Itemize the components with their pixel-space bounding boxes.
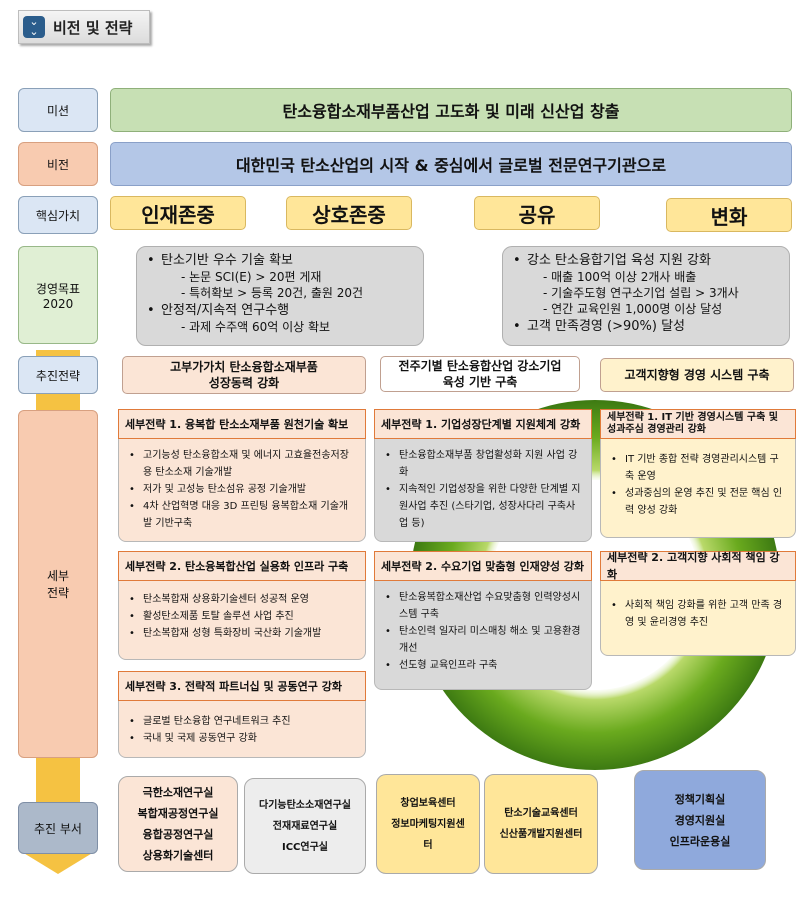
dept-group-5: 정책기획실 경영지원실 인프라운용실 — [634, 770, 766, 870]
goal-box-left: •탄소기반 우수 기술 확보 - 논문 SCI(E) > 20편 게재 - 특허… — [136, 246, 424, 346]
card-item: 탄소복합재 성형 특화장비 국산화 기술개발 — [127, 625, 357, 642]
strategy-1-line1: 고부가가치 탄소융합소재부품 — [170, 360, 318, 374]
goal-right-main2: •고객 만족경영 (>90%) 달성 — [513, 319, 686, 334]
dept-name: 정책기획실 — [674, 792, 726, 806]
dept-name: ICC연구실 — [282, 841, 328, 853]
flow-arrow-head — [22, 852, 94, 874]
detail-card-1-2: 세부전략 2. 탄소융복합산업 실용화 인프라 구축 탄소복합재 상용화기술센터… — [118, 551, 366, 660]
label-departments: 추진 부서 — [18, 802, 98, 854]
goal-right-sub1-c: - 연간 교육인원 1,000명 이상 달성 — [543, 302, 723, 316]
card-title: 세부전략 1. 기업성장단계별 지원체계 강화 — [374, 409, 592, 439]
card-item: 지속적인 기업성장을 위한 다양한 단계별 지원사업 추진 (스타기업, 성장사… — [383, 481, 583, 532]
card-item: 저가 및 고성능 탄소섬유 공정 기술개발 — [127, 481, 357, 498]
card-item: 4차 산업혁명 대응 3D 프린팅 융복합소재 기술개발 기반구축 — [127, 498, 357, 532]
dept-name: 상용화기술센터 — [142, 849, 214, 862]
card-title: 세부전략 2. 탄소융복합산업 실용화 인프라 구축 — [118, 551, 366, 581]
dept-group-3: 창업보육센터 정보마케팅지원센 터 — [376, 774, 480, 874]
card-item: 탄소복합재 상용화기술센터 성공적 운영 — [127, 591, 357, 608]
goal-right-sub1-b: - 기술주도형 연구소기업 설립 > 3개사 — [543, 286, 739, 300]
card-item: 글로벌 탄소융합 연구네트워크 추진 — [127, 713, 357, 730]
card-title: 세부전략 1. 융복합 탄소소재부품 원천기술 확보 — [118, 409, 366, 439]
dept-name: 복합재공정연구실 — [137, 807, 219, 820]
card-item: 탄소융합소재부품 창업활성화 지원 사업 강화 — [383, 447, 583, 481]
label-mission: 미션 — [18, 88, 98, 132]
card-item: 선도형 교육인프라 구축 — [383, 657, 583, 674]
strategy-2-line1: 전주기별 탄소융합산업 강소기업 — [398, 359, 562, 373]
card-title: 세부전략 1. IT 기반 경영시스템 구축 및 성과주심 경영관리 강화 — [600, 409, 796, 439]
card-items: 탄소융합소재부품 창업활성화 지원 사업 강화 지속적인 기업성장을 위한 다양… — [383, 447, 583, 532]
label-goals-line2: 2020 — [42, 296, 74, 311]
chevron-double-down-icon: ⌄⌄ — [23, 16, 45, 38]
dept-name: 다기능탄소소재연구실 — [259, 799, 351, 811]
label-goals: 경영목표 2020 — [18, 246, 98, 344]
label-strategy: 추진전략 — [18, 356, 98, 394]
card-item: 고기능성 탄소융합소재 및 에너지 고효율전송저장용 탄소소재 기술개발 — [127, 447, 357, 481]
value-change: 변화 — [666, 198, 792, 232]
strategy-2: 전주기별 탄소융합산업 강소기업 육성 기반 구축 — [380, 356, 580, 392]
dept-name: 극한소재연구실 — [142, 786, 214, 799]
label-detail-strategy: 세부 전략 — [18, 410, 98, 758]
goal-box-right: •강소 탄소융합기업 육성 지원 강화 - 매출 100억 이상 2개사 배출 … — [502, 246, 790, 346]
mission-bar: 탄소융합소재부품산업 고도화 및 미래 신산업 창출 — [110, 88, 792, 132]
goal-left-main2: •안정적/지속적 연구수행 — [147, 303, 290, 318]
goal-right-main1: •강소 탄소융합기업 육성 지원 강화 — [513, 253, 711, 268]
vision-bar: 대한민국 탄소산업의 시작 & 중심에서 글로벌 전문연구기관으로 — [110, 142, 792, 186]
strategy-1: 고부가가치 탄소융합소재부품 성장동력 강화 — [122, 356, 366, 394]
detail-card-2-1: 세부전략 1. 기업성장단계별 지원체계 강화 탄소융합소재부품 창업활성화 지… — [374, 409, 592, 542]
goal-left-sub2-a: - 과제 수주액 60억 이상 확보 — [181, 320, 331, 334]
detail-card-1-3: 세부전략 3. 전략적 파트너십 및 공동연구 강화 글로벌 탄소융합 연구네트… — [118, 671, 366, 758]
card-title: 세부전략 2. 고객지향 사회적 책임 강화 — [600, 551, 796, 581]
dept-name: 경영지원실 — [674, 813, 726, 827]
label-vision: 비전 — [18, 142, 98, 186]
dept-name: 정보마케팅지원센 — [391, 818, 465, 830]
label-goals-line1: 경영목표 — [35, 281, 81, 296]
label-core-values: 핵심가치 — [18, 196, 98, 234]
card-item: 사회적 책임 강화를 위한 고객 만족 경영 및 윤리경영 추진 — [609, 597, 787, 631]
dept-name: 융합공정연구실 — [142, 828, 214, 841]
goal-left-sub1-a: - 논문 SCI(E) > 20편 게재 — [181, 270, 322, 284]
card-items: 탄소복합재 상용화기술센터 성공적 운영 활성탄소제품 토탈 솔루션 사업 추진… — [127, 591, 357, 642]
dept-name: 인프라운용실 — [669, 834, 731, 848]
strategy-2-line2: 육성 기반 구축 — [442, 375, 518, 389]
card-items: IT 기반 종합 전략 경영관리시스템 구축 운영 성과중심의 운영 추진 및 … — [609, 451, 787, 519]
detail-card-3-2: 세부전략 2. 고객지향 사회적 책임 강화 사회적 책임 강화를 위한 고객 … — [600, 551, 796, 656]
detail-card-3-1: 세부전략 1. IT 기반 경영시스템 구축 및 성과주심 경영관리 강화 IT… — [600, 409, 796, 538]
card-title: 세부전략 2. 수요기업 맞춤형 인재양성 강화 — [374, 551, 592, 581]
value-respect-people: 인재존중 — [110, 196, 246, 230]
value-mutual-respect: 상호존중 — [286, 196, 412, 230]
card-item: 탄소융복합소재산업 수요맞춤형 인력양성시스템 구축 — [383, 589, 583, 623]
dept-name: 탄소기술교육센터 — [504, 808, 578, 819]
card-item: 활성탄소제품 토탈 솔루션 사업 추진 — [127, 608, 357, 625]
card-item: 국내 및 국제 공동연구 강화 — [127, 730, 357, 747]
detail-card-2-2: 세부전략 2. 수요기업 맞춤형 인재양성 강화 탄소융복합소재산업 수요맞춤형… — [374, 551, 592, 690]
card-item: 탄소인력 일자리 미스매칭 해소 및 고용환경개선 — [383, 623, 583, 657]
section-title: 비전 및 전략 — [53, 18, 133, 37]
dept-name: 신산품개발지원센터 — [499, 829, 583, 840]
card-items: 탄소융복합소재산업 수요맞춤형 인력양성시스템 구축 탄소인력 일자리 미스매칭… — [383, 589, 583, 674]
dept-name: 창업보육센터 — [400, 797, 456, 809]
label-detail-line1: 세부 — [46, 569, 70, 583]
dept-group-1: 극한소재연구실 복합재공정연구실 융합공정연구실 상용화기술센터 — [118, 776, 238, 872]
dept-name: 전재재료연구실 — [272, 820, 338, 832]
card-item: 성과중심의 운영 추진 및 전문 핵심 인력 양성 강화 — [609, 485, 787, 519]
goal-left-sub1-b: - 특허확보 > 등록 20건, 출원 20건 — [181, 286, 364, 300]
strategy-3: 고객지향형 경영 시스템 구축 — [600, 358, 794, 392]
card-items: 고기능성 탄소융합소재 및 에너지 고효율전송저장용 탄소소재 기술개발 저가 … — [127, 447, 357, 532]
strategy-1-line2: 성장동력 강화 — [208, 376, 280, 390]
dept-group-2: 다기능탄소소재연구실 전재재료연구실 ICC연구실 — [244, 778, 366, 874]
goal-left-main1: •탄소기반 우수 기술 확보 — [147, 253, 293, 268]
card-items: 사회적 책임 강화를 위한 고객 만족 경영 및 윤리경영 추진 — [609, 597, 787, 631]
goal-right-sub1-a: - 매출 100억 이상 2개사 배출 — [543, 270, 697, 284]
card-item: IT 기반 종합 전략 경영관리시스템 구축 운영 — [609, 451, 787, 485]
dept-name: 터 — [423, 839, 433, 851]
card-items: 글로벌 탄소융합 연구네트워크 추진 국내 및 국제 공동연구 강화 — [127, 713, 357, 747]
dept-group-4: 탄소기술교육센터 신산품개발지원센터 — [484, 774, 598, 874]
detail-card-1-1: 세부전략 1. 융복합 탄소소재부품 원천기술 확보 고기능성 탄소융합소재 및… — [118, 409, 366, 542]
label-detail-line2: 전략 — [46, 586, 70, 600]
value-sharing: 공유 — [474, 196, 600, 230]
card-title: 세부전략 3. 전략적 파트너십 및 공동연구 강화 — [118, 671, 366, 701]
section-header: ⌄⌄ 비전 및 전략 — [18, 10, 150, 44]
